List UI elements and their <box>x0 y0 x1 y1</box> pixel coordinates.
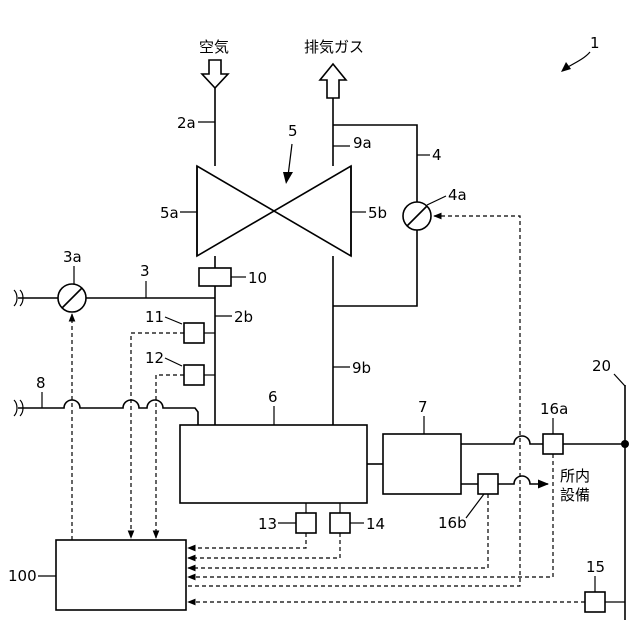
leader-20 <box>614 374 625 386</box>
label-2b: 2b <box>234 308 253 326</box>
sensor-16b <box>478 474 498 494</box>
label-2a: 2a <box>177 114 196 132</box>
label-13: 13 <box>258 515 277 533</box>
label-5a: 5a <box>160 204 179 222</box>
label-facility-1: 所内 <box>560 467 590 485</box>
facility-line-b <box>498 476 548 484</box>
label-15: 15 <box>586 558 605 576</box>
sensor-13 <box>296 513 316 533</box>
leader-16b <box>466 494 484 518</box>
sensor-15 <box>585 592 605 612</box>
bus-node <box>621 440 629 448</box>
sensor-11 <box>184 323 204 343</box>
label-5b: 5b <box>368 204 387 222</box>
fig-ref-leader <box>566 52 590 68</box>
leader-12 <box>165 358 182 366</box>
label-9b: 9b <box>352 359 371 377</box>
exhaust-outlet-arrow <box>320 64 346 98</box>
signal-from-13 <box>188 533 306 548</box>
label-3a: 3a <box>63 248 82 266</box>
sensor-12 <box>184 365 204 385</box>
label-3: 3 <box>140 262 150 280</box>
label-facility-2: 設備 <box>560 486 590 504</box>
signal-from-14 <box>188 533 340 558</box>
sensor-14 <box>330 513 350 533</box>
leader-4a <box>427 196 446 205</box>
leader-11 <box>165 317 182 324</box>
sensor-16a <box>543 434 563 454</box>
power-line-main <box>461 436 543 444</box>
controller-100 <box>56 540 186 610</box>
label-exhaust: 排気ガス <box>304 38 364 56</box>
label-10: 10 <box>248 269 267 287</box>
label-4a: 4a <box>448 186 467 204</box>
label-9a: 9a <box>353 134 372 152</box>
label-12: 12 <box>145 349 164 367</box>
signal-to-4a <box>188 216 520 586</box>
label-fig-ref: 1 <box>590 34 600 52</box>
bypass-pipe-4-return <box>333 230 417 306</box>
pipe-8 <box>18 400 198 425</box>
arrow-5 <box>283 172 293 184</box>
leader-5 <box>288 144 292 176</box>
label-7: 7 <box>418 398 428 416</box>
engine-6 <box>180 425 367 503</box>
label-8: 8 <box>36 374 46 392</box>
component-10 <box>199 268 231 286</box>
label-14: 14 <box>366 515 385 533</box>
label-16a: 16a <box>540 400 568 418</box>
label-100: 100 <box>8 567 37 585</box>
bypass-pipe-4 <box>333 125 417 202</box>
label-4: 4 <box>432 146 442 164</box>
air-inlet-arrow <box>202 60 228 88</box>
turbocharger-5 <box>197 166 351 256</box>
label-20: 20 <box>592 357 611 375</box>
label-6: 6 <box>268 388 278 406</box>
label-air: 空気 <box>199 38 229 56</box>
label-16b: 16b <box>438 514 467 532</box>
fig-ref-arrow <box>561 62 571 72</box>
generator-7 <box>383 434 461 494</box>
label-5: 5 <box>288 122 298 140</box>
label-11: 11 <box>145 308 164 326</box>
